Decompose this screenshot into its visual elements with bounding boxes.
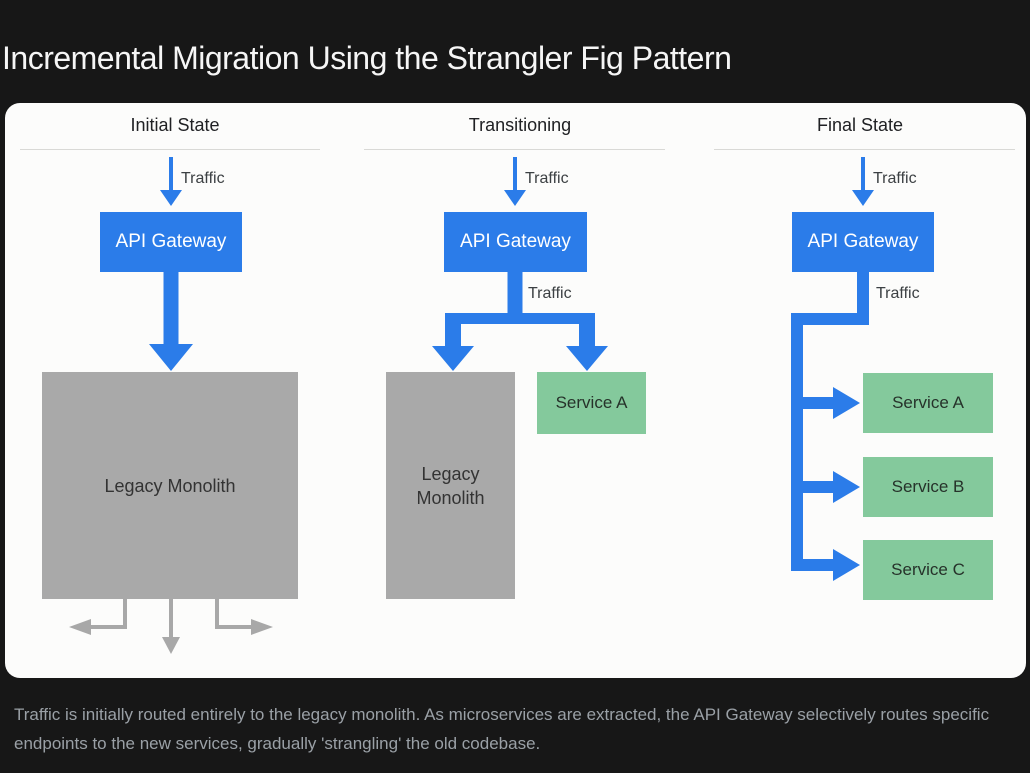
traffic-label: Traffic xyxy=(181,170,225,187)
api-gateway-box: API Gateway xyxy=(444,212,587,272)
branch-arrow-service-c-icon xyxy=(803,549,860,581)
branch-arrow-service-b-icon xyxy=(803,471,860,503)
traffic-label: Traffic xyxy=(873,170,917,187)
api-gateway-box: API Gateway xyxy=(100,212,242,272)
panel-divider xyxy=(714,149,1015,150)
diagram-card: Initial State xyxy=(5,103,1026,678)
panel-divider xyxy=(20,149,320,150)
traffic-label: Traffic xyxy=(876,285,920,302)
panel-title: Final State xyxy=(816,115,904,135)
branch-arrow-service-a-icon xyxy=(803,387,860,419)
initial-state-arrows xyxy=(69,157,273,654)
traffic-down-arrow-icon xyxy=(504,157,526,206)
gateway-split-arrow-icon xyxy=(432,272,608,371)
monolith-exit-down-arrow-icon xyxy=(162,599,180,654)
legacy-monolith-box: Legacy Monolith xyxy=(42,372,298,599)
traffic-down-arrow-icon xyxy=(852,157,874,206)
panel-title: Transitioning xyxy=(468,115,572,135)
service-a-box: Service A xyxy=(863,373,993,433)
legacy-monolith-box: Legacy Monolith xyxy=(386,372,515,599)
legacy-monolith-label: Legacy Monolith xyxy=(416,463,485,508)
page-title: Incremental Migration Using the Strangle… xyxy=(2,40,732,76)
service-a-box: Service A xyxy=(537,372,646,434)
service-c-box: Service C xyxy=(863,540,993,600)
panel-transitioning: Transitioning Traffic xyxy=(350,103,690,663)
panel-divider xyxy=(364,149,665,150)
transitioning-arrows xyxy=(432,157,608,371)
panel-initial-state: Initial State xyxy=(5,103,345,663)
monolith-exit-right-arrow-icon xyxy=(215,599,273,635)
traffic-label: Traffic xyxy=(525,170,569,187)
service-b-box: Service B xyxy=(863,457,993,517)
gateway-to-monolith-arrow-icon xyxy=(149,272,193,371)
panel-final-state: Final State xyxy=(692,103,1030,663)
gateway-trunk-icon xyxy=(791,272,869,571)
api-gateway-box: API Gateway xyxy=(792,212,934,272)
traffic-down-arrow-icon xyxy=(160,157,182,206)
panel-title: Initial State xyxy=(130,115,220,135)
monolith-exit-left-arrow-icon xyxy=(69,599,127,635)
final-state-arrows xyxy=(791,157,874,581)
figure-caption: Traffic is initially routed entirely to … xyxy=(14,705,990,753)
traffic-label: Traffic xyxy=(528,285,572,302)
